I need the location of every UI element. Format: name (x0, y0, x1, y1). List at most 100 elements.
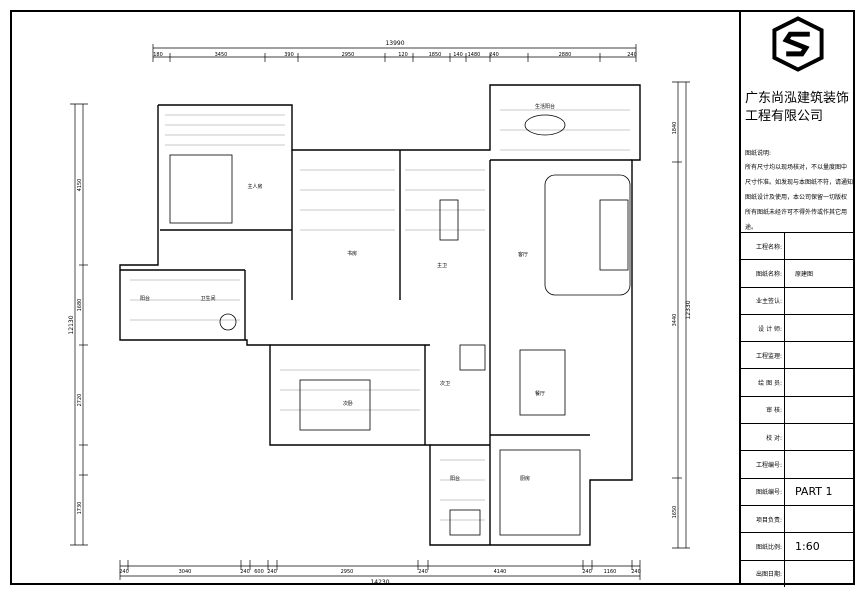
right-dimensions (672, 81, 690, 549)
top-seg-3: 2950 (342, 52, 355, 58)
row-value (785, 315, 855, 341)
row-drafter: 绘 图 员: (741, 368, 855, 396)
left-total-dim: 12130 (68, 315, 75, 334)
top-seg-7: 1480 (468, 52, 481, 58)
top-seg-8: 240 (489, 52, 499, 58)
row-value (785, 369, 855, 395)
room-master-bedroom: 主人房 (247, 183, 262, 190)
room-living: 客厅 (518, 251, 528, 258)
row-value: 1:60 (795, 539, 820, 553)
row-value (785, 397, 855, 423)
bottom-seg-8: 240 (582, 569, 592, 575)
row-label: 工程名称: (741, 233, 785, 260)
row-label: 图纸编号: (741, 478, 785, 505)
row-value (785, 424, 855, 450)
bottom-dimensions (119, 560, 641, 580)
row-value: 原建图 (795, 270, 814, 278)
row-value (785, 342, 855, 368)
company-logo-icon (772, 16, 824, 72)
row-date: 出图日期: (741, 559, 855, 587)
right-total-dim: 12330 (685, 300, 692, 319)
furniture (169, 114, 631, 536)
bottom-seg-2: 240 (240, 569, 250, 575)
room-balcony-left: 阳台 (140, 295, 150, 302)
right-seg-1: 3440 (672, 314, 678, 327)
floor-hatching (130, 109, 630, 521)
row-label: 工程编号: (741, 451, 785, 478)
room-study: 书房 (347, 250, 357, 257)
room-second-bath: 次卫 (440, 380, 450, 387)
row-project-name: 工程名称: (741, 232, 855, 260)
right-seg-2: 1650 (672, 506, 678, 519)
row-value (785, 561, 855, 587)
row-value (785, 288, 855, 314)
row-value: PART 1 (795, 485, 833, 499)
bottom-seg-1: 3040 (179, 569, 192, 575)
row-drawing-no: 图纸编号: PART 1 (741, 477, 855, 505)
bottom-seg-10: 240 (631, 569, 641, 575)
note-line: 所有尺寸均以现场核对，不以量度图中 (745, 164, 848, 171)
row-label: 出图日期: (741, 560, 785, 587)
top-seg-1: 3450 (215, 52, 228, 58)
top-dimensions (152, 44, 637, 62)
room-master-bath: 主卫 (437, 262, 447, 269)
top-seg-6: 140 (453, 52, 463, 58)
row-label: 项目负责: (741, 505, 785, 533)
note-line: 所有图纸未经许可不得外传或作其它用途。 (745, 209, 848, 231)
row-label: 工程监理: (741, 342, 785, 369)
row-label: 图纸名称: (741, 260, 785, 287)
left-seg-1: 1680 (77, 299, 83, 312)
bottom-total-dim: 14230 (370, 579, 389, 586)
top-seg-4: 120 (398, 52, 408, 58)
row-designer: 设 计 师: (741, 313, 855, 342)
bottom-seg-9: 1160 (604, 569, 617, 575)
bottom-seg-7: 4140 (494, 569, 507, 575)
top-seg-5: 1850 (429, 52, 442, 58)
note-line: 尺寸作准。如发现与本图纸不符，请通知 (745, 179, 854, 186)
floor-plan: 13990 180 3450 390 2950 120 1850 140 148… (68, 40, 692, 586)
left-dimensions (70, 103, 88, 546)
row-value (785, 451, 855, 477)
right-seg-0: 1840 (672, 122, 678, 135)
notes-title: 图纸说明: (745, 150, 772, 157)
bottom-seg-0: 240 (119, 569, 129, 575)
row-label: 业主签认: (741, 287, 785, 314)
bottom-seg-3: 600 (254, 569, 264, 575)
row-value (785, 506, 855, 532)
top-total-dim: 13990 (385, 40, 404, 47)
row-review: 审 核: (741, 395, 855, 424)
row-label: 审 核: (741, 396, 785, 424)
room-service-balcony: 生活阳台 (535, 103, 555, 110)
row-proofread: 校 对: (741, 423, 855, 451)
note-line: 图纸设计及使用，本公司保留一切版权 (745, 194, 848, 201)
row-label: 设 计 师: (741, 314, 785, 342)
left-seg-3: 1730 (77, 502, 83, 515)
top-seg-9: 2880 (559, 52, 572, 58)
title-block: 广东尚泓建筑装饰工程有限公司 图纸说明: 所有尺寸均以现场核对，不以量度图中 尺… (739, 10, 855, 587)
walls (119, 84, 641, 546)
left-seg-2: 2720 (77, 394, 83, 407)
room-kitchen: 厨房 (520, 475, 530, 482)
bottom-seg-5: 2950 (341, 569, 354, 575)
left-seg-0: 4150 (77, 179, 83, 192)
row-owner: 业主签认: (741, 286, 855, 314)
title-block-rows: 工程名称: 图纸名称: 原建图 业主签认: 设 计 师: 工程监理: 绘 图 员:… (741, 232, 855, 587)
notes: 所有尺寸均以现场核对，不以量度图中 尺寸作准。如发现与本图纸不符，请通知 图纸设… (745, 160, 853, 235)
row-label: 图纸比例: (741, 533, 785, 560)
bottom-seg-6: 240 (418, 569, 428, 575)
row-drawing-name: 图纸名称: 原建图 (741, 259, 855, 287)
row-project-no: 工程编号: (741, 450, 855, 478)
row-value (785, 233, 855, 259)
row-lead: 项目负责: (741, 504, 855, 533)
top-seg-10: 240 (627, 52, 637, 58)
top-seg-2: 390 (284, 52, 294, 58)
room-balcony-kitchen: 阳台 (450, 475, 460, 482)
row-label: 绘 图 员: (741, 369, 785, 396)
room-bathroom: 卫生间 (200, 295, 215, 302)
room-dining: 餐厅 (535, 390, 545, 397)
room-second-bedroom: 次卧 (343, 400, 353, 407)
company-name: 广东尚泓建筑装饰工程有限公司 (745, 91, 850, 124)
row-supervisor: 工程监理: (741, 341, 855, 369)
drawing-frame (10, 10, 855, 585)
row-label: 校 对: (741, 424, 785, 451)
